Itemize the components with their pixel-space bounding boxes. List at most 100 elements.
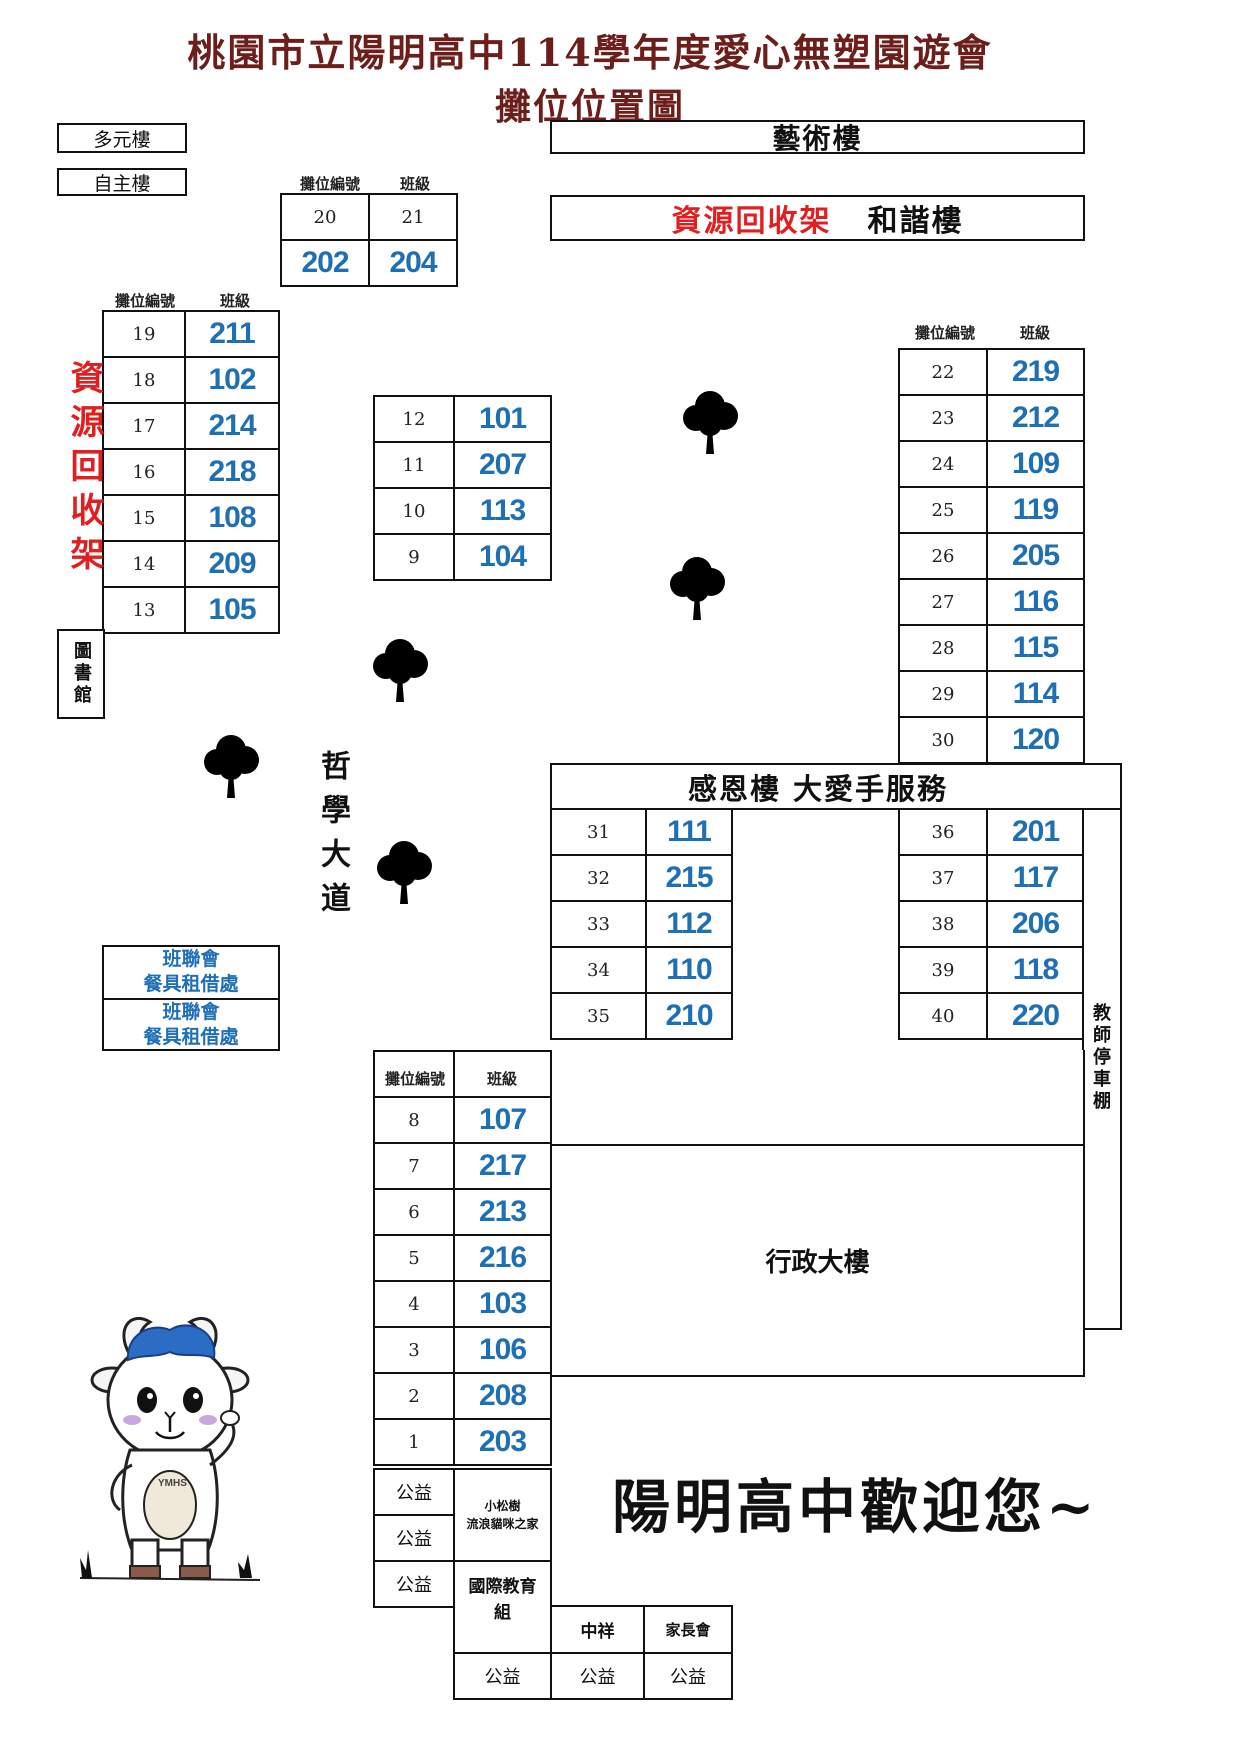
intl-edu-label: 國際教育組	[468, 1577, 537, 1623]
left-booth-no-18: 18	[102, 356, 186, 404]
charity-cell-3: 公益	[373, 1560, 455, 1608]
pine-tree-cell: 小松樹 流浪貓咪之家	[453, 1468, 552, 1562]
right-booth-class-212: 212	[986, 394, 1085, 442]
ganen-left-booth-no-34: 34	[550, 946, 647, 994]
admin-building: 行政大樓	[550, 1144, 1085, 1377]
ganen-left-booth-class-112: 112	[645, 900, 733, 948]
right-booth-class-205: 205	[986, 532, 1085, 580]
goat-mascot-icon	[79, 1316, 261, 1581]
right-booth-no-30: 30	[898, 716, 988, 764]
mid-booth-no-10: 10	[373, 487, 455, 535]
ganen-left-booth-no-33: 33	[550, 900, 647, 948]
tree-icon	[377, 841, 432, 904]
bottom-booth-class-106: 106	[453, 1326, 552, 1374]
top-booth-class-204: 204	[368, 239, 458, 287]
library-building: 圖書館	[57, 629, 105, 719]
right-booth-no-24: 24	[898, 440, 988, 488]
left-booth-class-214: 214	[184, 402, 280, 450]
top-class-header: 班級	[399, 175, 430, 193]
zizhu-label: 自主樓	[93, 172, 151, 195]
bottom-booth-no-4: 4	[373, 1280, 455, 1328]
bottom-booth-no-2: 2	[373, 1372, 455, 1420]
ganen-building: 感恩樓 大愛手服務	[550, 763, 1122, 810]
right-booth-class-119: 119	[986, 486, 1085, 534]
charity-cell-zhongxiang: 公益	[550, 1652, 645, 1700]
bottom-booth-no-5: 5	[373, 1234, 455, 1282]
parents-cell: 家長會	[643, 1605, 733, 1654]
library-label: 圖書館	[71, 641, 92, 707]
right-booth-no-27: 27	[898, 578, 988, 626]
left-booth-no-16: 16	[102, 448, 186, 496]
rental-label-1: 班聯會餐具租借處	[143, 948, 239, 995]
art-building-label: 藝術樓	[772, 122, 863, 155]
top-booth-class-202: 202	[280, 239, 370, 287]
bottom-booth-no-8: 8	[373, 1096, 455, 1144]
right-booth-class-219: 219	[986, 348, 1085, 396]
pine-tree-label: 小松樹	[484, 1499, 521, 1513]
charity-cell-parents: 公益	[643, 1652, 733, 1700]
right-booth-class-114: 114	[986, 670, 1085, 718]
bottom-booth-no-3: 3	[373, 1326, 455, 1374]
right-booth-class-115: 115	[986, 624, 1085, 672]
tree-icon	[204, 735, 259, 798]
left-booth-class-211: 211	[184, 310, 280, 358]
charity-cell-2: 公益	[373, 1514, 455, 1562]
intl-edu-cell: 國際教育組	[453, 1560, 552, 1654]
left-booth-no-14: 14	[102, 540, 186, 588]
mid-booth-class-104: 104	[453, 533, 552, 581]
right-booth-no-22: 22	[898, 348, 988, 396]
bottom-booth-class-208: 208	[453, 1372, 552, 1420]
tree-icon	[373, 639, 428, 702]
bottom-booth-class-203: 203	[453, 1418, 552, 1466]
bottom-header-cell-no	[373, 1050, 455, 1098]
tree-icon	[670, 557, 725, 620]
bottom-booth-no-6: 6	[373, 1188, 455, 1236]
right-booth-class-109: 109	[986, 440, 1085, 488]
art-building: 藝術樓	[550, 120, 1085, 155]
admin-building-upper	[550, 1050, 1085, 1146]
recycle-rack-left: 資源回收架	[64, 360, 104, 580]
right-booth-no-26: 26	[898, 532, 988, 580]
page-title: 桃園市立陽明高中114學年度愛心無塑園遊會	[187, 30, 993, 75]
left-booth-class-218: 218	[184, 448, 280, 496]
ganen-right-booth-no-39: 39	[898, 946, 988, 994]
ganen-right-booth-class-201: 201	[986, 808, 1085, 856]
mid-booth-no-11: 11	[373, 441, 455, 489]
ganen-right-booth-no-36: 36	[898, 808, 988, 856]
ganen-right-booth-no-38: 38	[898, 900, 988, 948]
admin-building-label: 行政大樓	[765, 1248, 870, 1278]
right-booth-class-120: 120	[986, 716, 1085, 764]
ganen-right-corner	[1082, 763, 1122, 810]
top-booth-no-21: 21	[368, 193, 458, 241]
left-booth-class-102: 102	[184, 356, 280, 404]
bottom-booth-class-217: 217	[453, 1142, 552, 1190]
bottom-booth-class-107: 107	[453, 1096, 552, 1144]
right-class-header: 班級	[1019, 324, 1050, 342]
ganen-left-booth-no-32: 32	[550, 854, 647, 902]
ganen-left-booth-class-111: 111	[645, 808, 733, 856]
top-booth-no-header: 攤位編號	[299, 175, 360, 193]
right-booth-no-23: 23	[898, 394, 988, 442]
left-booth-class-209: 209	[184, 540, 280, 588]
duoyuan-building: 多元樓	[57, 123, 187, 153]
ganen-left-booth-no-35: 35	[550, 992, 647, 1040]
ganen-left-booth-class-110: 110	[645, 946, 733, 994]
mid-booth-class-207: 207	[453, 441, 552, 489]
left-booth-class-105: 105	[184, 586, 280, 634]
ganen-right-booth-no-40: 40	[898, 992, 988, 1040]
ganen-right-booth-class-206: 206	[986, 900, 1085, 948]
left-booth-class-108: 108	[184, 494, 280, 542]
ganen-right-booth-class-117: 117	[986, 854, 1085, 902]
left-class-header: 班級	[219, 292, 250, 310]
zhongxiang-cell: 中祥	[550, 1605, 645, 1654]
bottom-header-cell-class	[453, 1050, 552, 1098]
bottom-booth-no-7: 7	[373, 1142, 455, 1190]
welcome-text: 陽明高中歡迎您~	[612, 1473, 1099, 1541]
right-booth-no-25: 25	[898, 486, 988, 534]
mascot-badge: YMHS	[158, 1478, 187, 1489]
charity-cell-intl: 公益	[453, 1652, 552, 1700]
mid-booth-no-9: 9	[373, 533, 455, 581]
ganen-right-booth-no-37: 37	[898, 854, 988, 902]
left-booth-no-15: 15	[102, 494, 186, 542]
right-booth-class-116: 116	[986, 578, 1085, 626]
